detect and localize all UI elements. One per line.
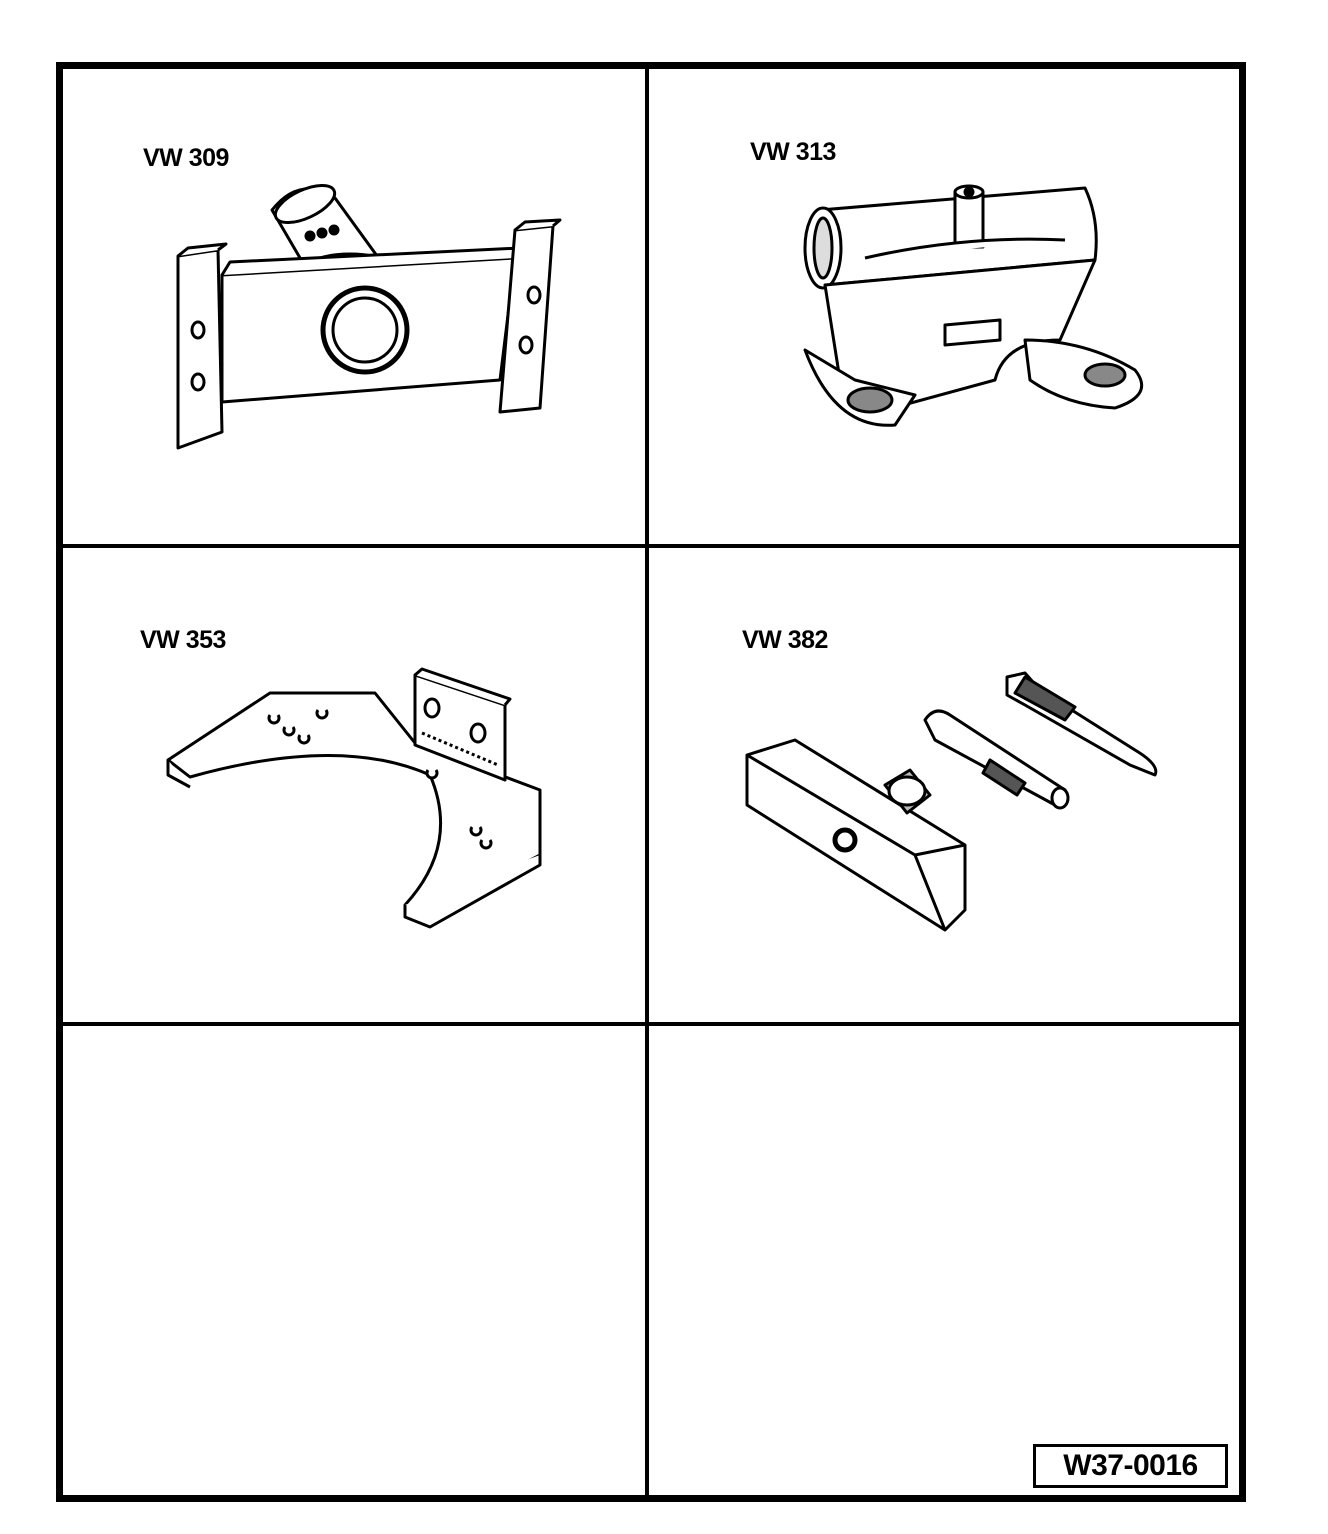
grid-divider-horizontal-2 — [62, 1022, 1240, 1026]
grid-divider-vertical — [645, 68, 649, 1496]
figure-code-badge: W37-0016 — [1033, 1444, 1228, 1488]
tool-label-vw-313: VW 313 — [750, 138, 836, 166]
tool-vw-382-illustration — [735, 665, 1165, 940]
tool-label-vw-382: VW 382 — [742, 626, 828, 654]
tool-label-vw-309: VW 309 — [143, 144, 229, 172]
tool-vw-309-illustration — [160, 180, 580, 460]
tool-vw-313-illustration — [795, 180, 1155, 440]
grid-divider-horizontal-1 — [62, 544, 1240, 548]
tool-vw-353-illustration — [160, 665, 560, 935]
tool-label-vw-353: VW 353 — [140, 626, 226, 654]
tool-sheet-frame — [56, 62, 1246, 1502]
